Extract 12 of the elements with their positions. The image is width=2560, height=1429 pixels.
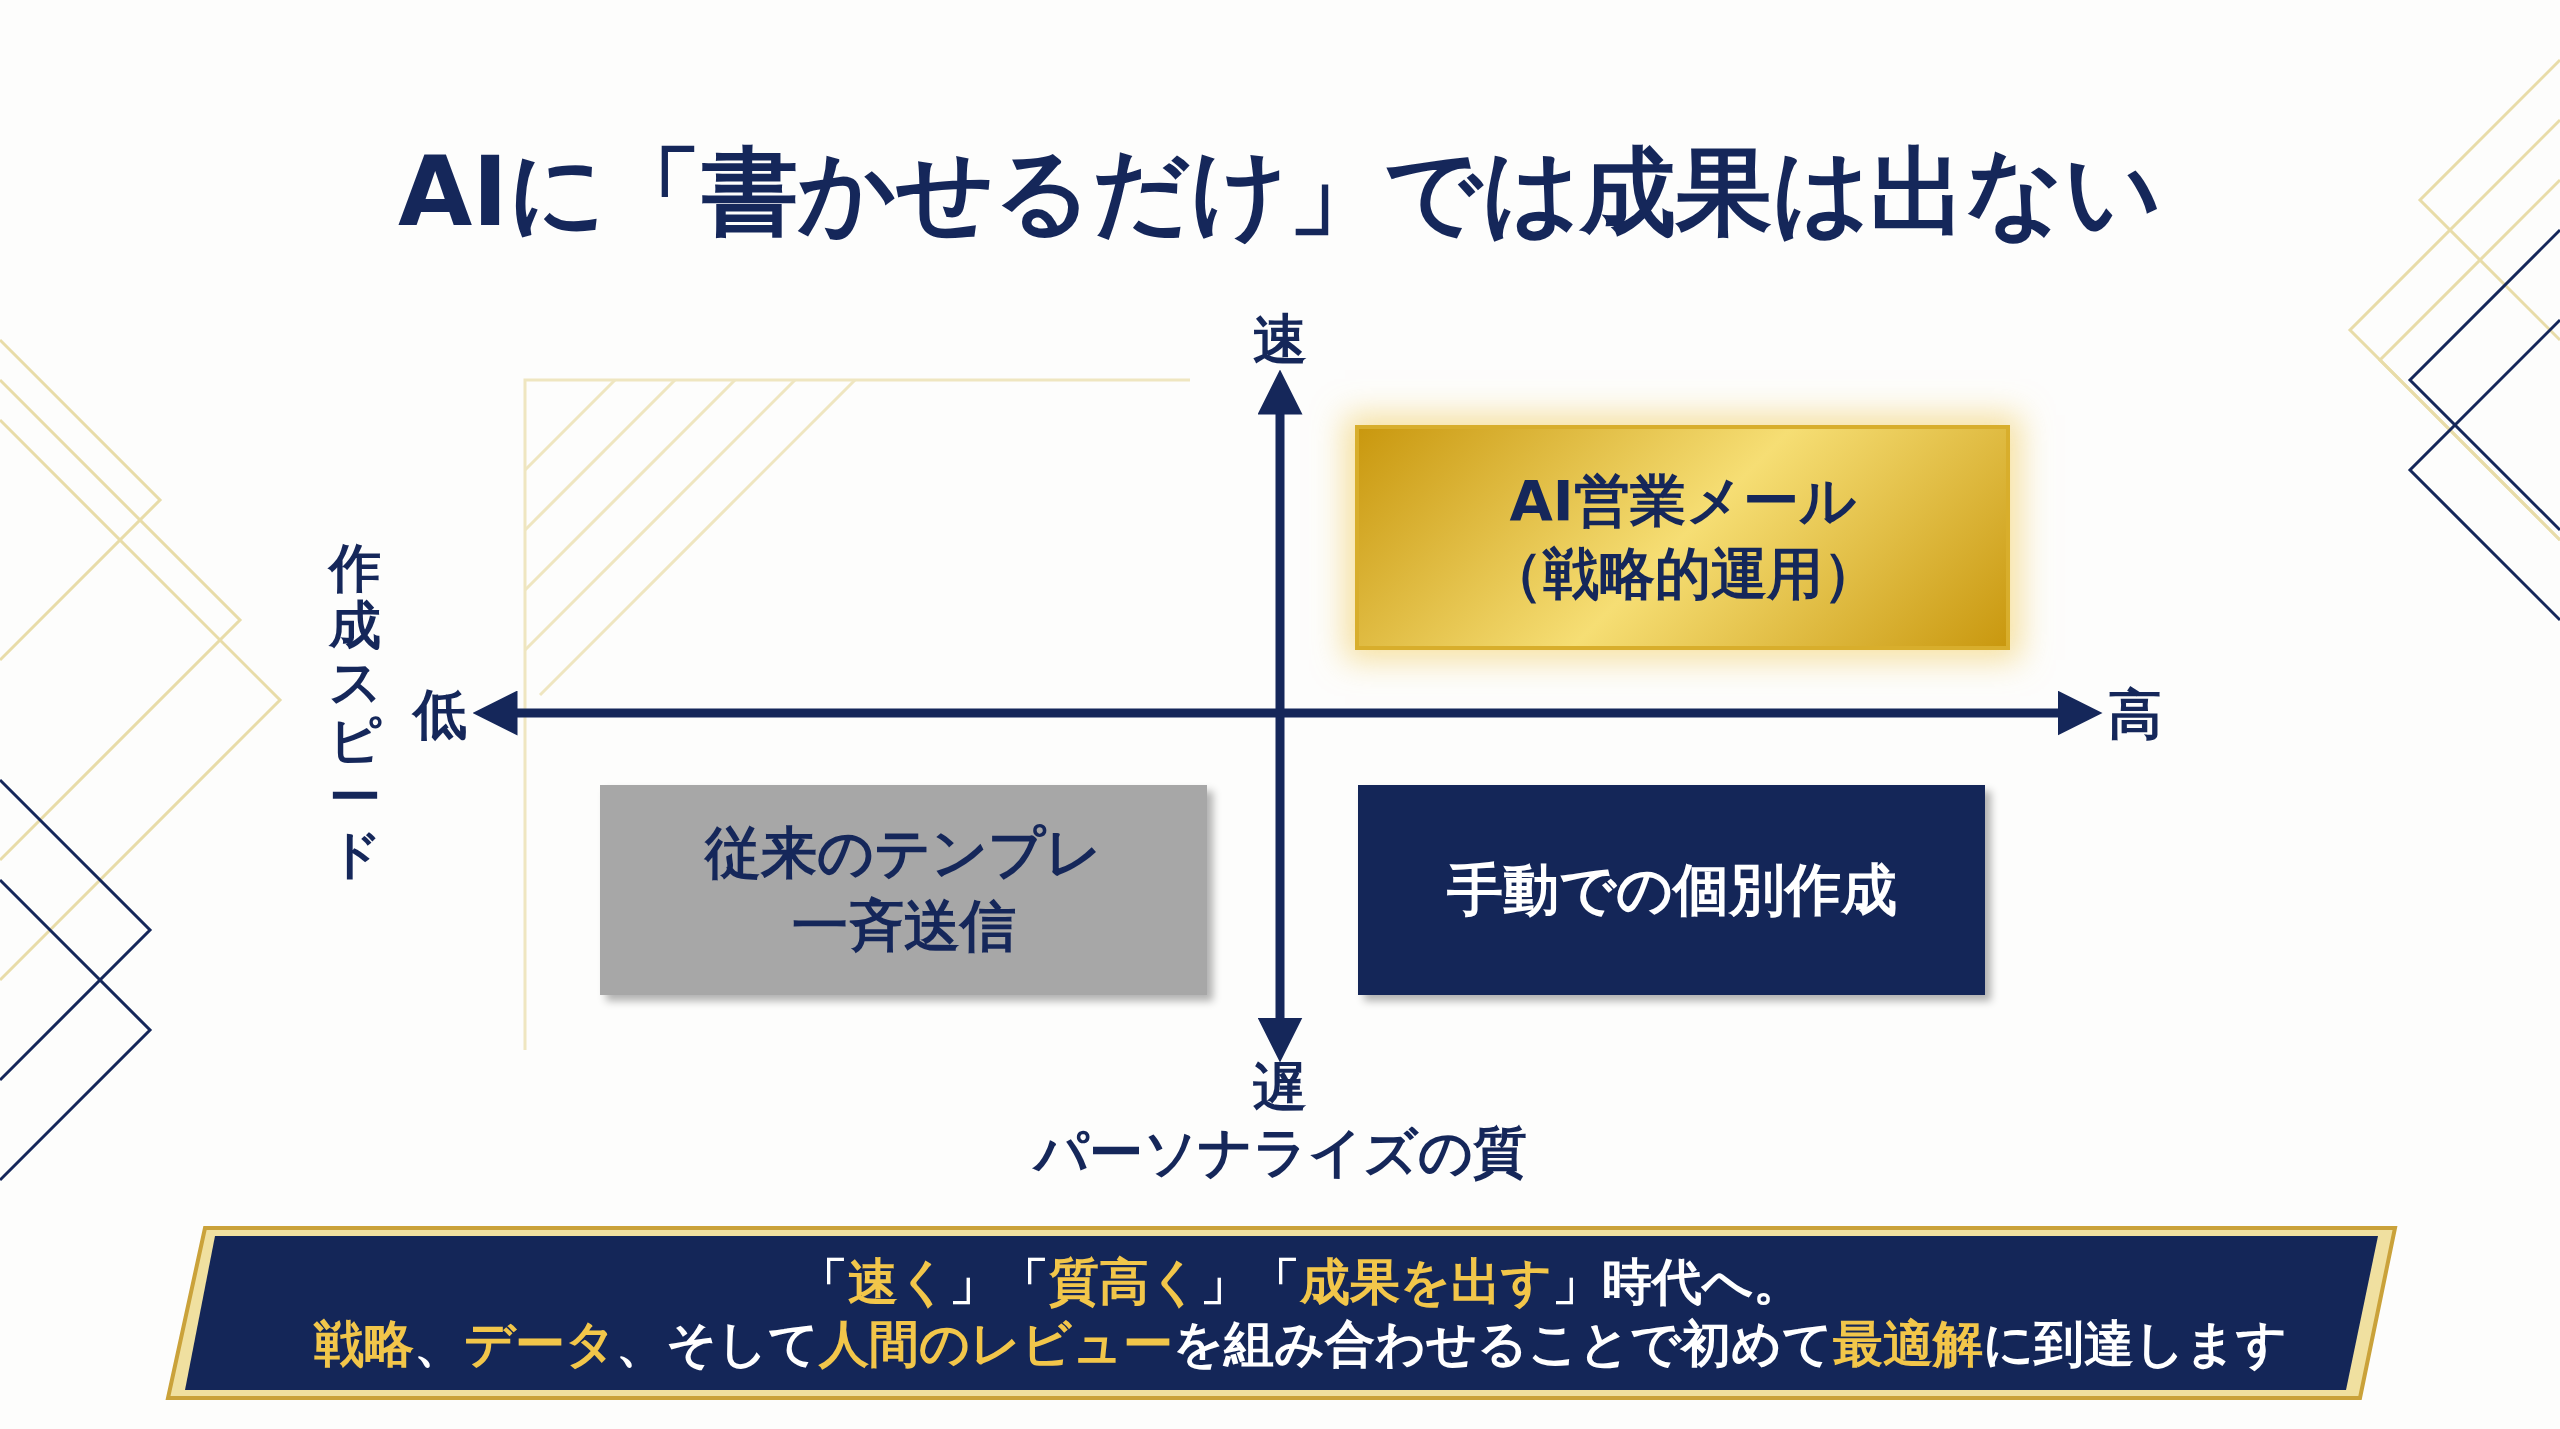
banner-text: 戦略、データ、そして人間のレビューを組み合わせることで初めて最適解に到達します [313,1314,2287,1375]
axis-label: 低 [413,685,467,745]
banner-text: 「速く」「質高く」「成果を出す」時代へ。 [797,1251,1803,1313]
quadrant-box: 手動での個別作成 [1358,785,1985,995]
axis-label: 高 [2108,685,2162,745]
axis-label: 速 [1253,310,1307,370]
axis-label: 遅 [1253,1058,1307,1118]
title: AIに「書かせるだけ」では成果は出ない [397,135,2163,250]
axis-label: パーソナライズの質 [1033,1123,1527,1183]
quadrant-box: 従来のテンプレ一斉送信 [600,785,1207,995]
highlight-box: AI営業メール（戦略的運用） [1355,425,2010,650]
axis-label: 作成スピード [329,540,381,884]
